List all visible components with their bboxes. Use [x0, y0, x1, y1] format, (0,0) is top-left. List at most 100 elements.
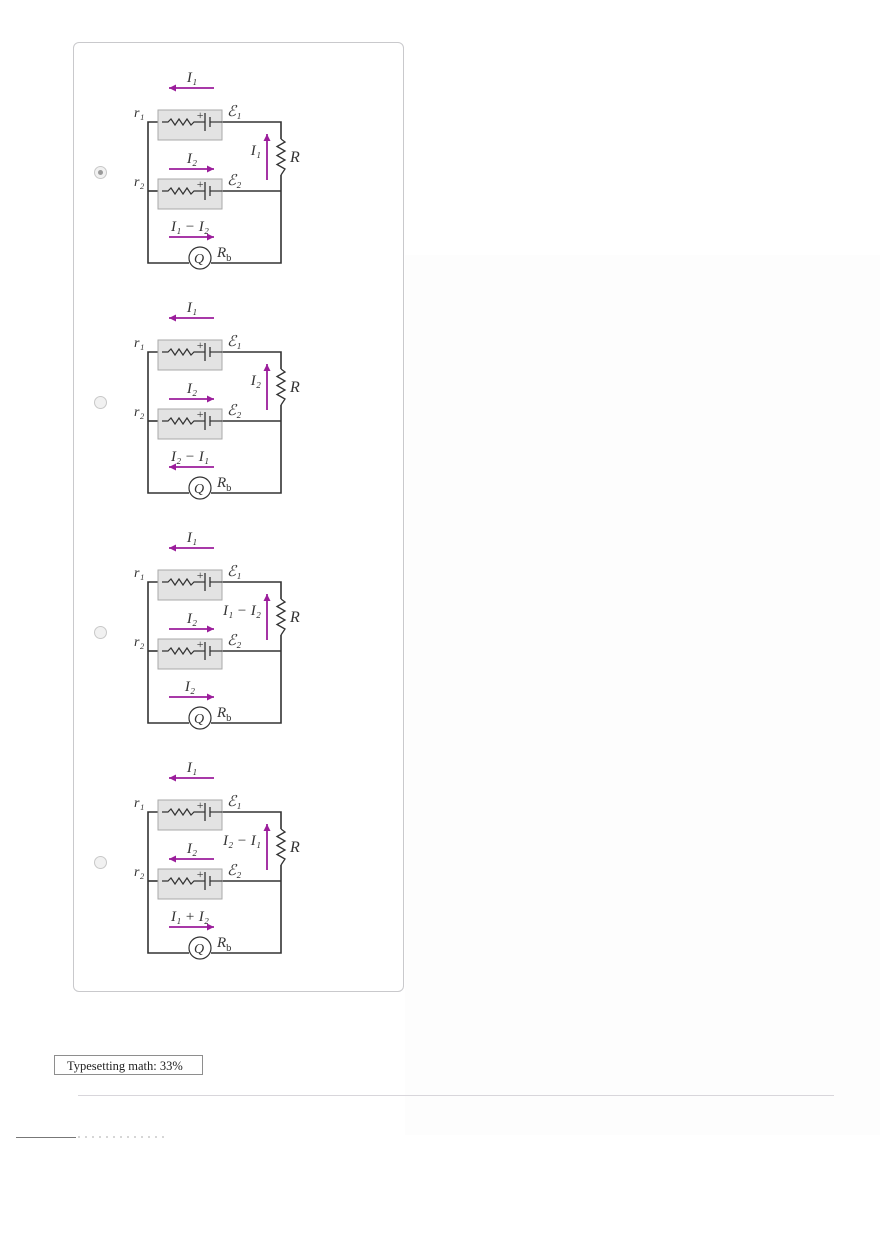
battery-1-internal-resistor	[162, 807, 200, 817]
current-label-bottom: I₂	[184, 679, 195, 695]
internal-resistance-2-label: r₂	[134, 175, 144, 190]
battery-1-battery-box	[157, 799, 223, 831]
external-resistor	[275, 828, 287, 866]
external-resistor	[275, 368, 287, 406]
emf-2-label: ℰ₂	[227, 633, 241, 649]
battery-1-plus-sign: +	[196, 798, 204, 812]
answer-option-4[interactable]: R + + r₁ ℰ₁ r₂ ℰ₂ Q Rb I₁ I₂ I₁ + I₂ I₂ − I₁	[74, 753, 403, 983]
internal-resistance-1-label: r₁	[134, 106, 144, 121]
battery-1-battery-box	[157, 109, 223, 141]
resistor-label: R	[289, 839, 300, 856]
bulb-resistance-label: Rb	[216, 935, 231, 954]
resistor-label: R	[289, 149, 300, 166]
light-bulb	[188, 476, 212, 500]
battery-2-internal-resistor	[162, 416, 200, 426]
current-arrow-middle-head	[207, 395, 214, 403]
current-arrow-right-head	[263, 364, 271, 371]
current-arrow-middle-head	[207, 625, 214, 633]
battery-1-plus-sign: +	[196, 568, 204, 582]
radio-option-3[interactable]	[94, 626, 107, 639]
light-bulb	[188, 936, 212, 960]
battery-2-plus-sign: +	[196, 407, 204, 421]
bulb-filament: Q	[194, 482, 204, 497]
current-arrow-top-head	[169, 774, 176, 782]
light-bulb	[188, 706, 212, 730]
emf-1-label: ℰ₁	[227, 334, 241, 350]
internal-resistance-2-label: r₂	[134, 865, 144, 880]
emf-1-label: ℰ₁	[227, 564, 241, 580]
page-background	[405, 255, 880, 1135]
current-arrow-right-head	[263, 134, 271, 141]
current-arrow-bottom-head	[207, 693, 214, 701]
bulb-resistance-label: Rb	[216, 475, 231, 494]
battery-1-internal-resistor	[162, 117, 200, 127]
current-arrow-right-head	[263, 824, 271, 831]
battery-1-internal-resistor	[162, 577, 200, 587]
bulb-resistance-label: Rb	[216, 705, 231, 724]
circuit-wire-loop	[147, 581, 282, 724]
battery-2-plus-sign: +	[196, 637, 204, 651]
current-arrow-bottom-head	[207, 923, 214, 931]
current-label-middle: I₂	[186, 841, 197, 857]
typesetting-status: Typesetting math: 33%	[54, 1055, 203, 1075]
current-label-middle: I₂	[186, 611, 197, 627]
circuit-wire-loop	[147, 121, 282, 264]
radio-option-4[interactable]	[94, 856, 107, 869]
external-resistor	[275, 598, 287, 636]
bulb-filament: Q	[194, 252, 204, 267]
footer-rule	[16, 1137, 76, 1138]
emf-1-label: ℰ₁	[227, 104, 241, 120]
emf-2-label: ℰ₂	[227, 863, 241, 879]
current-arrow-top-head	[169, 544, 176, 552]
internal-resistance-1-label: r₁	[134, 336, 144, 351]
battery-2-internal-resistor	[162, 876, 200, 886]
battery-2-battery-box	[157, 178, 223, 210]
current-arrow-top-head	[169, 314, 176, 322]
circuit-wire-loop	[147, 351, 282, 494]
current-arrow-right-head	[263, 594, 271, 601]
current-arrow-middle-head	[207, 165, 214, 173]
external-resistor	[275, 138, 287, 176]
current-label-top: I₁	[186, 300, 197, 316]
current-label-bottom: I₂ − I₁	[170, 449, 209, 465]
radio-option-2[interactable]	[94, 396, 107, 409]
internal-resistance-1-label: r₁	[134, 796, 144, 811]
internal-resistance-1-label: r₁	[134, 566, 144, 581]
divider	[78, 1095, 834, 1096]
current-label-right: I₂	[250, 373, 261, 389]
battery-1-plus-sign: +	[196, 108, 204, 122]
bulb-filament: Q	[194, 942, 204, 957]
battery-1-battery-box	[157, 339, 223, 371]
light-bulb	[188, 246, 212, 270]
battery-2-battery-box	[157, 638, 223, 670]
current-label-middle: I₂	[186, 381, 197, 397]
current-label-right: I₁	[250, 143, 261, 159]
current-arrow-middle-head	[169, 855, 176, 863]
current-arrow-bottom-head	[169, 463, 176, 471]
radio-option-1[interactable]	[94, 166, 107, 179]
current-label-bottom: I₁ − I₂	[170, 219, 209, 235]
current-label-top: I₁	[186, 760, 197, 776]
internal-resistance-2-label: r₂	[134, 405, 144, 420]
bulb-filament: Q	[194, 712, 204, 727]
battery-2-internal-resistor	[162, 646, 200, 656]
emf-1-label: ℰ₁	[227, 794, 241, 810]
emf-2-label: ℰ₂	[227, 403, 241, 419]
current-label-middle: I₂	[186, 151, 197, 167]
current-arrow-top-head	[169, 84, 176, 92]
current-label-top: I₁	[186, 70, 197, 86]
current-label-bottom: I₁ + I₂	[170, 909, 209, 925]
circuit-wire-loop	[147, 811, 282, 954]
circuit-diagram-4: R + + r₁ ℰ₁ r₂ ℰ₂ Q Rb I₁ I₂ I₁ + I₂ I₂ − I₁	[134, 760, 300, 965]
internal-resistance-2-label: r₂	[134, 635, 144, 650]
battery-2-internal-resistor	[162, 186, 200, 196]
current-label-right: I₂ − I₁	[222, 833, 261, 849]
battery-1-battery-box	[157, 569, 223, 601]
battery-2-plus-sign: +	[196, 867, 204, 881]
